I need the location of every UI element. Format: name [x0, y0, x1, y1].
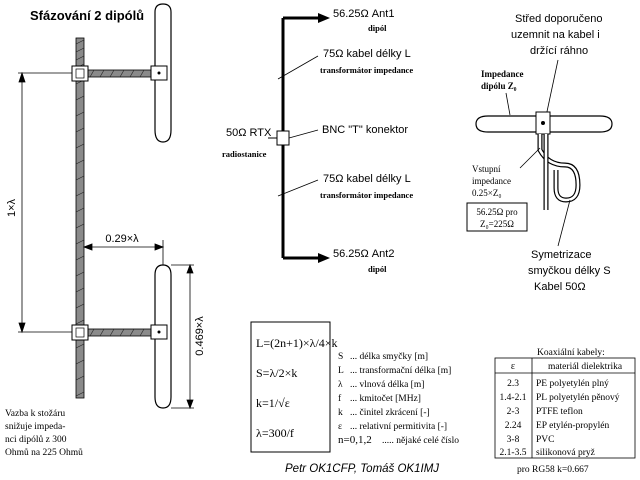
- table-row: 2.1-3.5: [500, 448, 527, 458]
- svg-text:L: L: [338, 366, 344, 376]
- cable2-label: 75Ω kabel délky L: [323, 173, 411, 185]
- svg-text:f: f: [338, 393, 342, 404]
- svg-text:... transformační délka [m]: ... transformační délka [m]: [350, 365, 451, 376]
- svg-text:Impedance: Impedance: [481, 69, 524, 79]
- ant1-label: 56.25Ω Ant1: [333, 8, 394, 20]
- cable2-sub: transformátor impedance: [320, 190, 413, 200]
- authors: Petr OK1CFP, Tomáš OK1IMJ: [285, 463, 439, 475]
- page-title: Sfázování 2 dipólů: [30, 8, 144, 23]
- symbol-legend: S ... délka smyčky [m] L ... transformační…: [338, 352, 459, 446]
- length-dimension: [171, 263, 194, 410]
- table-row: 2.3: [507, 379, 519, 389]
- svg-text:... délka smyčky [m]: ... délka smyčky [m]: [350, 352, 428, 362]
- cable1-sub: transformátor impedance: [320, 65, 413, 75]
- svg-text:PE polyetylén plný: PE polyetylén plný: [536, 379, 609, 389]
- table-row: 2-3: [507, 407, 520, 417]
- svg-text:snižuje impeda-: snižuje impeda-: [5, 422, 65, 432]
- impedance-note: Impedance dipólu Z₀: [481, 69, 524, 91]
- formula-box: [250, 321, 331, 453]
- svg-text:EP etylén-propylén: EP etylén-propylén: [536, 421, 610, 431]
- offset-label: 0.29×λ: [105, 233, 139, 245]
- svg-text:0.25×Z₀: 0.25×Z₀: [472, 188, 501, 198]
- impedance-box: [466, 202, 528, 232]
- table-header-material: materiál dielektrika: [548, 362, 623, 372]
- svg-text:... činitel zkrácení [-]: ... činitel zkrácení [-]: [350, 408, 430, 418]
- table-header-e: ε: [511, 361, 515, 372]
- lower-dipole: [71, 264, 172, 409]
- svg-text:S: S: [338, 352, 343, 362]
- svg-text:uzemnit na kabel i: uzemnit na kabel i: [511, 29, 600, 41]
- svg-text:Symetrizace: Symetrizace: [531, 249, 592, 261]
- svg-text:n=0,1,2: n=0,1,2: [338, 434, 372, 446]
- svg-text:Střed doporučeno: Střed doporučeno: [515, 13, 602, 25]
- table-footer: pro RG58 k=0.667: [517, 465, 589, 475]
- svg-text:PVC: PVC: [536, 435, 554, 445]
- lower-dipole-element: [154, 264, 172, 409]
- dielectric-table: ε materiál dielektrika 2.3 PE polyetylén…: [494, 357, 636, 459]
- mast-coupling-note: Vazba k stožáru snižuje impeda- nci dipó…: [5, 409, 83, 458]
- svg-text:smyčkou délky S: smyčkou délky S: [528, 265, 611, 277]
- svg-text:Ohmů na 225 Ohmů: Ohmů na 225 Ohmů: [5, 447, 83, 458]
- mast-group: [75, 37, 85, 399]
- table-row: 2.24: [505, 421, 522, 431]
- formula-lambda: λ=300/f: [256, 426, 294, 440]
- svg-text:dipólu Z₀: dipólu Z₀: [481, 81, 517, 91]
- bnc-label: BNC "T" konektor: [322, 124, 408, 136]
- bnc-t-connector: [276, 130, 290, 146]
- spacing-label: 1×λ: [6, 198, 18, 217]
- svg-text:silikonová pryž: silikonová pryž: [536, 448, 595, 458]
- svg-text:56.25Ω pro: 56.25Ω pro: [476, 207, 518, 217]
- svg-text:Z₀=225Ω: Z₀=225Ω: [480, 219, 514, 229]
- upper-clamp: [71, 65, 89, 82]
- svg-text:PTFE teflon: PTFE teflon: [536, 406, 583, 417]
- svg-text:Vstupní: Vstupní: [472, 164, 501, 174]
- svg-text:Vazba k stožáru: Vazba k stožáru: [5, 409, 65, 419]
- table-title: Koaxiální kabely:: [537, 348, 605, 358]
- table-row: 1.4-2.1: [500, 393, 527, 403]
- mast: [75, 37, 85, 399]
- svg-text:λ: λ: [338, 380, 343, 390]
- formulas: L=(2n+1)×λ/4×k S=λ/2×k k=1/√ε λ=300/f: [256, 336, 338, 440]
- svg-text:... vlnová délka [m]: ... vlnová délka [m]: [350, 380, 424, 390]
- ant2-sub: dipól: [368, 264, 387, 274]
- upper-dipole: [71, 3, 172, 143]
- center-note: Střed doporučeno uzemnit na kabel i drží…: [511, 13, 602, 57]
- svg-text:Kabel 50Ω: Kabel 50Ω: [534, 281, 586, 293]
- svg-text:... kmitočet [MHz]: ... kmitočet [MHz]: [350, 394, 421, 404]
- length-label: 0.469×λ: [194, 316, 206, 356]
- table-row: 3-8: [507, 435, 520, 445]
- cable1-label: 75Ω kabel délky L: [323, 48, 411, 60]
- folded-dipole: [475, 115, 613, 133]
- balun-note: Symetrizace smyčkou délky S Kabel 50Ω: [528, 249, 611, 293]
- svg-text:..... nějaké celé číslo: ..... nějaké celé číslo: [382, 436, 459, 446]
- svg-text:... relativní permitivita [-]: ... relativní permitivita [-]: [350, 422, 447, 432]
- lower-clamp: [71, 324, 89, 341]
- formula-L: L=(2n+1)×λ/4×k: [256, 336, 338, 350]
- formula-S: S=λ/2×k: [256, 366, 297, 380]
- svg-text:k: k: [338, 408, 343, 418]
- svg-text:držící ráhno: držící ráhno: [530, 45, 588, 57]
- formula-k: k=1/√ε: [256, 396, 290, 410]
- svg-text:nci dipólů z 300: nci dipólů z 300: [5, 434, 67, 445]
- spacing-dimension: [18, 71, 72, 334]
- upper-dipole-element: [154, 3, 172, 143]
- ant1-sub: dipól: [368, 23, 387, 33]
- svg-text:impedance: impedance: [472, 176, 511, 186]
- input-impedance-note: Vstupní impedance 0.25×Z₀: [472, 164, 511, 198]
- svg-text:PL polyetylén pěnový: PL polyetylén pěnový: [536, 393, 620, 403]
- right-dipole: [475, 111, 613, 210]
- ant2-label: 56.25Ω Ant2: [333, 248, 394, 260]
- rtx-label: 50Ω RTX: [226, 127, 272, 139]
- rtx-sub: radiostanice: [222, 149, 267, 159]
- feed-schematic: [268, 13, 330, 263]
- offset-dimension: [82, 240, 165, 265]
- svg-text:ε: ε: [338, 422, 342, 432]
